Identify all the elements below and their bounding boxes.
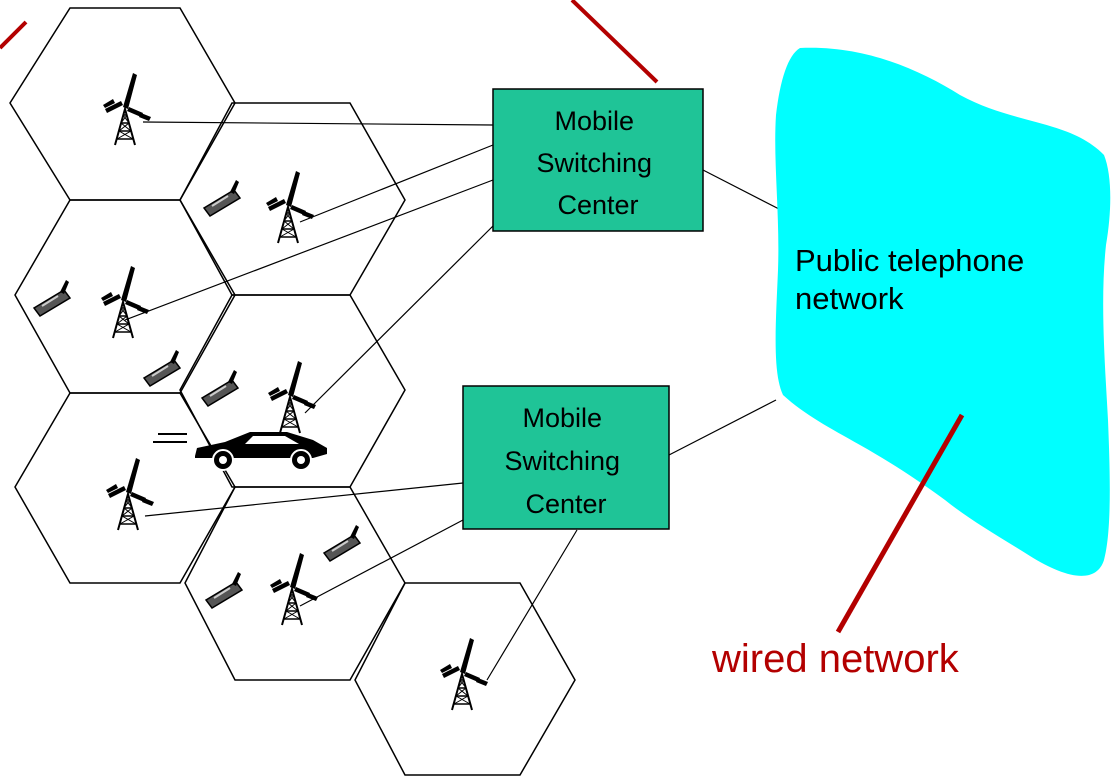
link — [144, 482, 464, 517]
link — [702, 169, 780, 210]
cell-hex — [354, 582, 576, 776]
callout-line-top-left — [0, 20, 28, 50]
cloud-label-line1: Public telephone — [795, 243, 1024, 278]
wired-network-label: wired network — [711, 637, 960, 681]
link — [486, 529, 578, 681]
cell-phone-icon — [203, 179, 241, 217]
msc-top-label: Mobile Switching Center — [536, 106, 659, 220]
msc-top-box — [492, 88, 704, 232]
public-network-cloud — [775, 47, 1111, 576]
link — [668, 399, 777, 456]
car-icon — [153, 432, 327, 471]
cloud-label-line2: network — [795, 281, 904, 316]
cell-hex — [14, 392, 236, 584]
cell-phone-icon — [143, 349, 181, 387]
cloud-label: Public telephone network — [795, 243, 1033, 316]
antenna-tower-icon — [102, 72, 152, 146]
antenna-tower-icon — [269, 552, 319, 626]
cell-hex — [184, 486, 406, 681]
msc-bottom-label: Mobile Switching Center — [504, 403, 627, 519]
msc-bottom-line2: Switching — [504, 446, 620, 476]
link — [299, 144, 494, 223]
msc-top-line3: Center — [557, 190, 638, 220]
antenna-tower-icon — [105, 457, 155, 531]
link — [142, 121, 494, 126]
cell-phone-icon — [323, 524, 361, 562]
cell-phone-icon — [201, 369, 239, 407]
msc-top-line1: Mobile — [554, 106, 634, 136]
cell-hexagons — [9, 7, 576, 776]
msc-bottom-box — [462, 385, 670, 530]
antenna-tower-icon — [100, 265, 150, 339]
msc-bottom-line1: Mobile — [522, 403, 602, 433]
msc-bottom-line3: Center — [525, 489, 606, 519]
antenna-tower-icon — [439, 637, 489, 711]
cell-phone-icon — [33, 279, 71, 317]
callout-line-top-right — [570, 0, 659, 84]
antenna-tower-icon — [267, 360, 317, 434]
link — [304, 221, 498, 414]
link — [299, 519, 464, 607]
msc-top-line2: Switching — [536, 148, 652, 178]
link — [124, 179, 494, 321]
connection-lines — [124, 121, 780, 681]
cell-phone-icon — [205, 571, 243, 609]
wired-network-callout-line — [835, 413, 965, 634]
antenna-tower-icon — [265, 170, 315, 244]
